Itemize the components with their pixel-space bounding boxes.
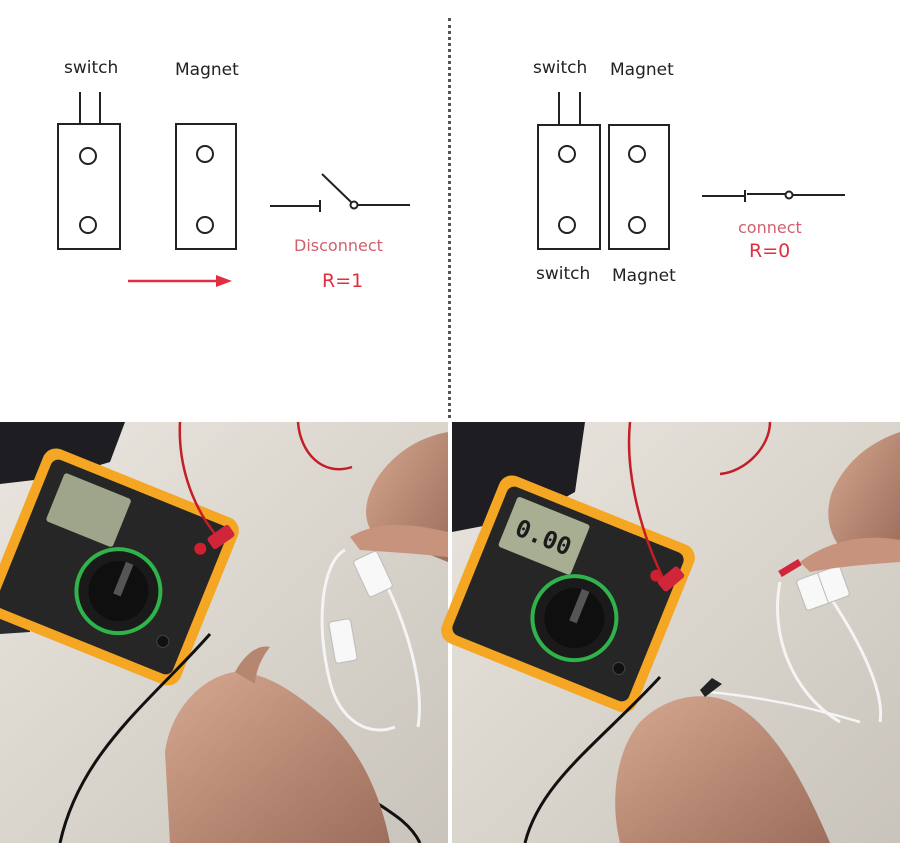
move-arrow — [128, 275, 232, 287]
left-state-label: Disconnect — [294, 236, 383, 255]
left-resistance-label: R=1 — [322, 270, 364, 292]
left-magnet-block — [328, 618, 358, 664]
right-state-label: connect — [738, 218, 802, 237]
section-divider — [448, 18, 451, 418]
right-multimeter: 0.00 — [441, 475, 695, 713]
left-magnet-label: Magnet — [175, 60, 239, 80]
left-photo — [0, 422, 448, 843]
left-switch-block — [353, 550, 393, 598]
left-magnet-body — [175, 123, 237, 250]
closed-switch-symbol — [702, 190, 845, 202]
right-magnet-label-top: Magnet — [610, 60, 674, 80]
left-multimeter — [0, 448, 239, 686]
photo-strip: 0.00 — [0, 422, 900, 843]
left-lcd — [46, 473, 131, 547]
right-switch-label-bottom: switch — [536, 264, 591, 284]
right-lcd — [498, 497, 590, 575]
diagram-canvas — [57, 92, 845, 287]
left-switch-label: switch — [64, 58, 119, 78]
open-switch-symbol — [270, 173, 410, 212]
right-photo: 0.00 — [441, 422, 900, 843]
photo-illustrations: 0.00 — [0, 422, 900, 843]
left-switch-body — [57, 92, 121, 250]
right-switch-label-top: switch — [533, 58, 588, 78]
right-resistance-label: R=0 — [749, 240, 791, 262]
right-magnet-body — [608, 124, 670, 250]
right-switch-body — [537, 92, 601, 250]
right-magnet-label-bottom: Magnet — [612, 266, 676, 286]
